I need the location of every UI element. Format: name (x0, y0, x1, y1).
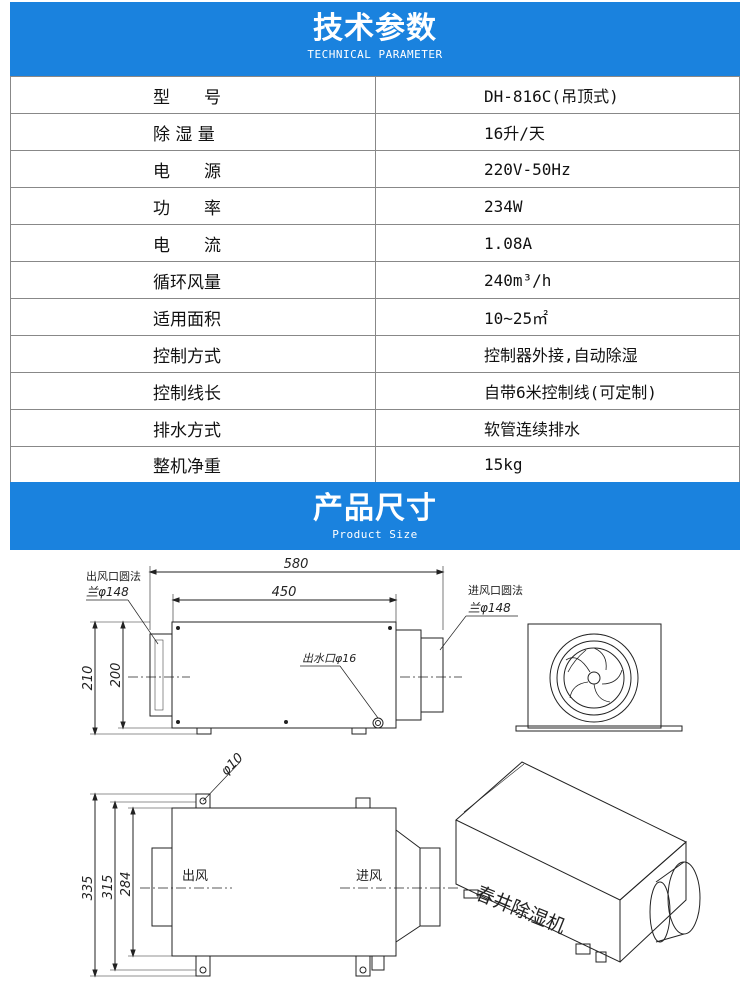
spec-value: 234W (375, 187, 740, 225)
spec-row: 排水方式软管连续排水 (10, 409, 740, 447)
spec-label: 控制线长 (10, 372, 376, 410)
spec-label: 型 号 (10, 76, 376, 114)
inlet-flange-label-line2: 兰φ148 (468, 601, 511, 615)
inlet-flange-label-line1: 进风口圆法 (468, 583, 523, 597)
tech-parameter-banner: 技术参数 TECHNICAL PARAMETER (10, 2, 740, 76)
product-size-subtitle: Product Size (332, 528, 418, 541)
spec-label: 循环风量 (10, 261, 376, 299)
air-in-label: 进风 (356, 869, 382, 884)
outlet-flange-label-line1: 出风口圆法 (86, 569, 141, 583)
dim-450-label: 450 (272, 585, 297, 600)
spec-value: 16升/天 (375, 113, 740, 151)
product-size-title: 产品尺寸 (313, 491, 437, 526)
spec-value: 240m³/h (375, 261, 740, 299)
dim-580-label: 580 (284, 557, 309, 572)
spec-value: DH-816C(吊顶式) (375, 76, 740, 114)
spec-label: 电 源 (10, 150, 376, 188)
dim-200-label: 200 (109, 663, 124, 688)
spec-value: 软管连续排水 (375, 409, 740, 447)
side-view (515, 623, 683, 732)
dim-315-label: 315 (101, 875, 116, 900)
isometric-view: 春井除湿机 (455, 761, 701, 963)
dim-284-label: 284 (119, 872, 134, 897)
spec-label: 电 流 (10, 224, 376, 262)
product-size-banner: 产品尺寸 Product Size (10, 482, 740, 550)
spec-value: 10~25㎡ (375, 298, 740, 336)
dim-210-label: 210 (81, 666, 96, 691)
spec-value: 1.08A (375, 224, 740, 262)
dim-335-label: 335 (81, 876, 96, 901)
spec-label: 功 率 (10, 187, 376, 225)
front-view: 580 450 出水口φ16 2 (81, 557, 523, 736)
spec-label: 整机净重 (10, 446, 376, 483)
outlet-flange-label-line2: 兰φ148 (86, 585, 129, 599)
spec-value: 自带6米控制线(可定制) (375, 372, 740, 410)
dimension-drawing: 580 450 出水口φ16 2 (81, 557, 701, 978)
spec-value: 220V-50Hz (375, 150, 740, 188)
spec-label: 适用面积 (10, 298, 376, 336)
brand-label: 春井除湿机 (472, 882, 568, 938)
hole-diameter-label: φ10 (218, 750, 246, 778)
top-view: φ10 出风 进风 335 315 284 (81, 750, 460, 978)
spec-row: 控制线长自带6米控制线(可定制) (10, 372, 740, 410)
drain-outlet-label: 出水口φ16 (302, 652, 356, 665)
spec-label: 除 湿 量 (10, 113, 376, 151)
tech-parameter-subtitle: TECHNICAL PARAMETER (307, 48, 443, 61)
spec-value: 15kg (375, 446, 740, 483)
spec-label: 排水方式 (10, 409, 376, 447)
air-out-label: 出风 (182, 869, 208, 884)
spec-value: 控制器外接,自动除湿 (375, 335, 740, 373)
tech-parameter-title: 技术参数 (313, 11, 437, 46)
spec-label: 控制方式 (10, 335, 376, 373)
spec-row: 控制方式控制器外接,自动除湿 (10, 335, 740, 373)
